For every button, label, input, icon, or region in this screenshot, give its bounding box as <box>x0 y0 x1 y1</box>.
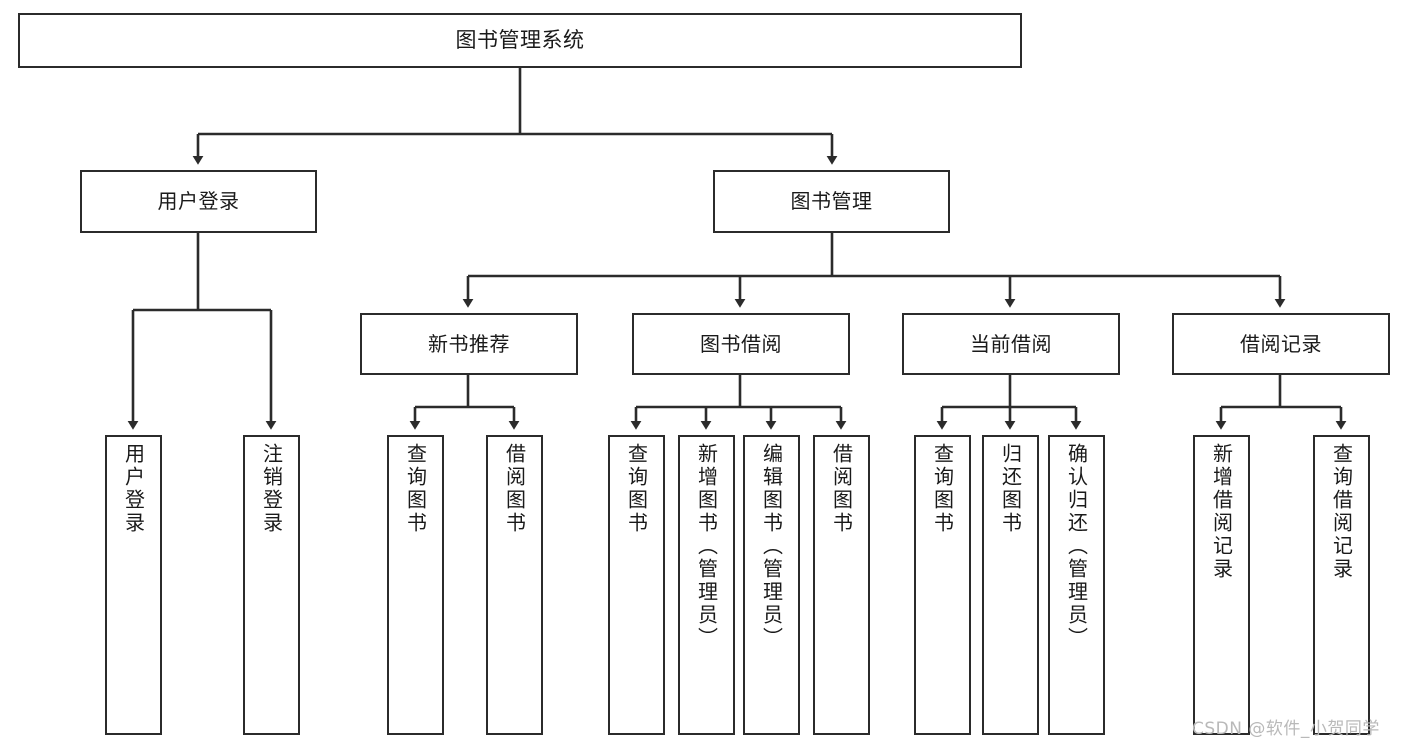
node-borrow-record[interactable]: 借阅记录 <box>1172 313 1390 375</box>
leaf-return-book-label: 归还图书 <box>998 443 1023 535</box>
leaf-query-record-label: 查询借阅记录 <box>1329 443 1354 581</box>
leaf-add-book-label: 新增图书（管理员） <box>694 443 719 650</box>
leaf-borrow-book-1[interactable]: 借阅图书 <box>486 435 543 735</box>
leaf-confirm-return-label: 确认归还（管理员） <box>1064 443 1089 650</box>
leaf-add-record-label: 新增借阅记录 <box>1209 443 1234 581</box>
leaf-borrow-book-1-label: 借阅图书 <box>502 443 527 535</box>
csdn-watermark: CSDN @软件_小贺同学 <box>1192 714 1380 739</box>
node-borrow-record-label: 借阅记录 <box>1240 331 1322 356</box>
leaf-query-book-2-label: 查询图书 <box>624 443 649 535</box>
node-book-manage-label: 图书管理 <box>790 189 873 214</box>
leaf-query-book-3-label: 查询图书 <box>930 443 955 535</box>
leaf-user-login[interactable]: 用户登录 <box>105 435 162 735</box>
csdn-watermark-text: CSDN @软件_小贺同学 <box>1192 719 1380 739</box>
node-current-borrow[interactable]: 当前借阅 <box>902 313 1120 375</box>
node-book-manage[interactable]: 图书管理 <box>713 170 950 233</box>
node-new-book-recommend[interactable]: 新书推荐 <box>360 313 578 375</box>
leaf-query-book-1[interactable]: 查询图书 <box>387 435 444 735</box>
leaf-confirm-return[interactable]: 确认归还（管理员） <box>1048 435 1105 735</box>
leaf-borrow-book-2[interactable]: 借阅图书 <box>813 435 870 735</box>
leaf-logout-login[interactable]: 注销登录 <box>243 435 300 735</box>
node-root-label: 图书管理系统 <box>455 27 585 52</box>
node-user-login-label: 用户登录 <box>157 189 240 214</box>
node-book-borrow-label: 图书借阅 <box>700 331 782 356</box>
leaf-edit-book-label: 编辑图书（管理员） <box>759 443 784 650</box>
node-user-login[interactable]: 用户登录 <box>80 170 317 233</box>
leaf-return-book[interactable]: 归还图书 <box>982 435 1039 735</box>
leaf-user-login-label: 用户登录 <box>121 443 146 535</box>
node-book-borrow[interactable]: 图书借阅 <box>632 313 850 375</box>
leaf-query-book-3[interactable]: 查询图书 <box>914 435 971 735</box>
leaf-add-record[interactable]: 新增借阅记录 <box>1193 435 1250 735</box>
node-current-borrow-label: 当前借阅 <box>970 331 1052 356</box>
leaf-query-book-1-label: 查询图书 <box>403 443 428 535</box>
leaf-borrow-book-2-label: 借阅图书 <box>829 443 854 535</box>
node-new-book-recommend-label: 新书推荐 <box>428 331 510 356</box>
leaf-query-book-2[interactable]: 查询图书 <box>608 435 665 735</box>
leaf-add-book[interactable]: 新增图书（管理员） <box>678 435 735 735</box>
leaf-query-record[interactable]: 查询借阅记录 <box>1313 435 1370 735</box>
leaf-edit-book[interactable]: 编辑图书（管理员） <box>743 435 800 735</box>
leaf-logout-login-label: 注销登录 <box>259 443 284 535</box>
node-root[interactable]: 图书管理系统 <box>18 13 1022 68</box>
